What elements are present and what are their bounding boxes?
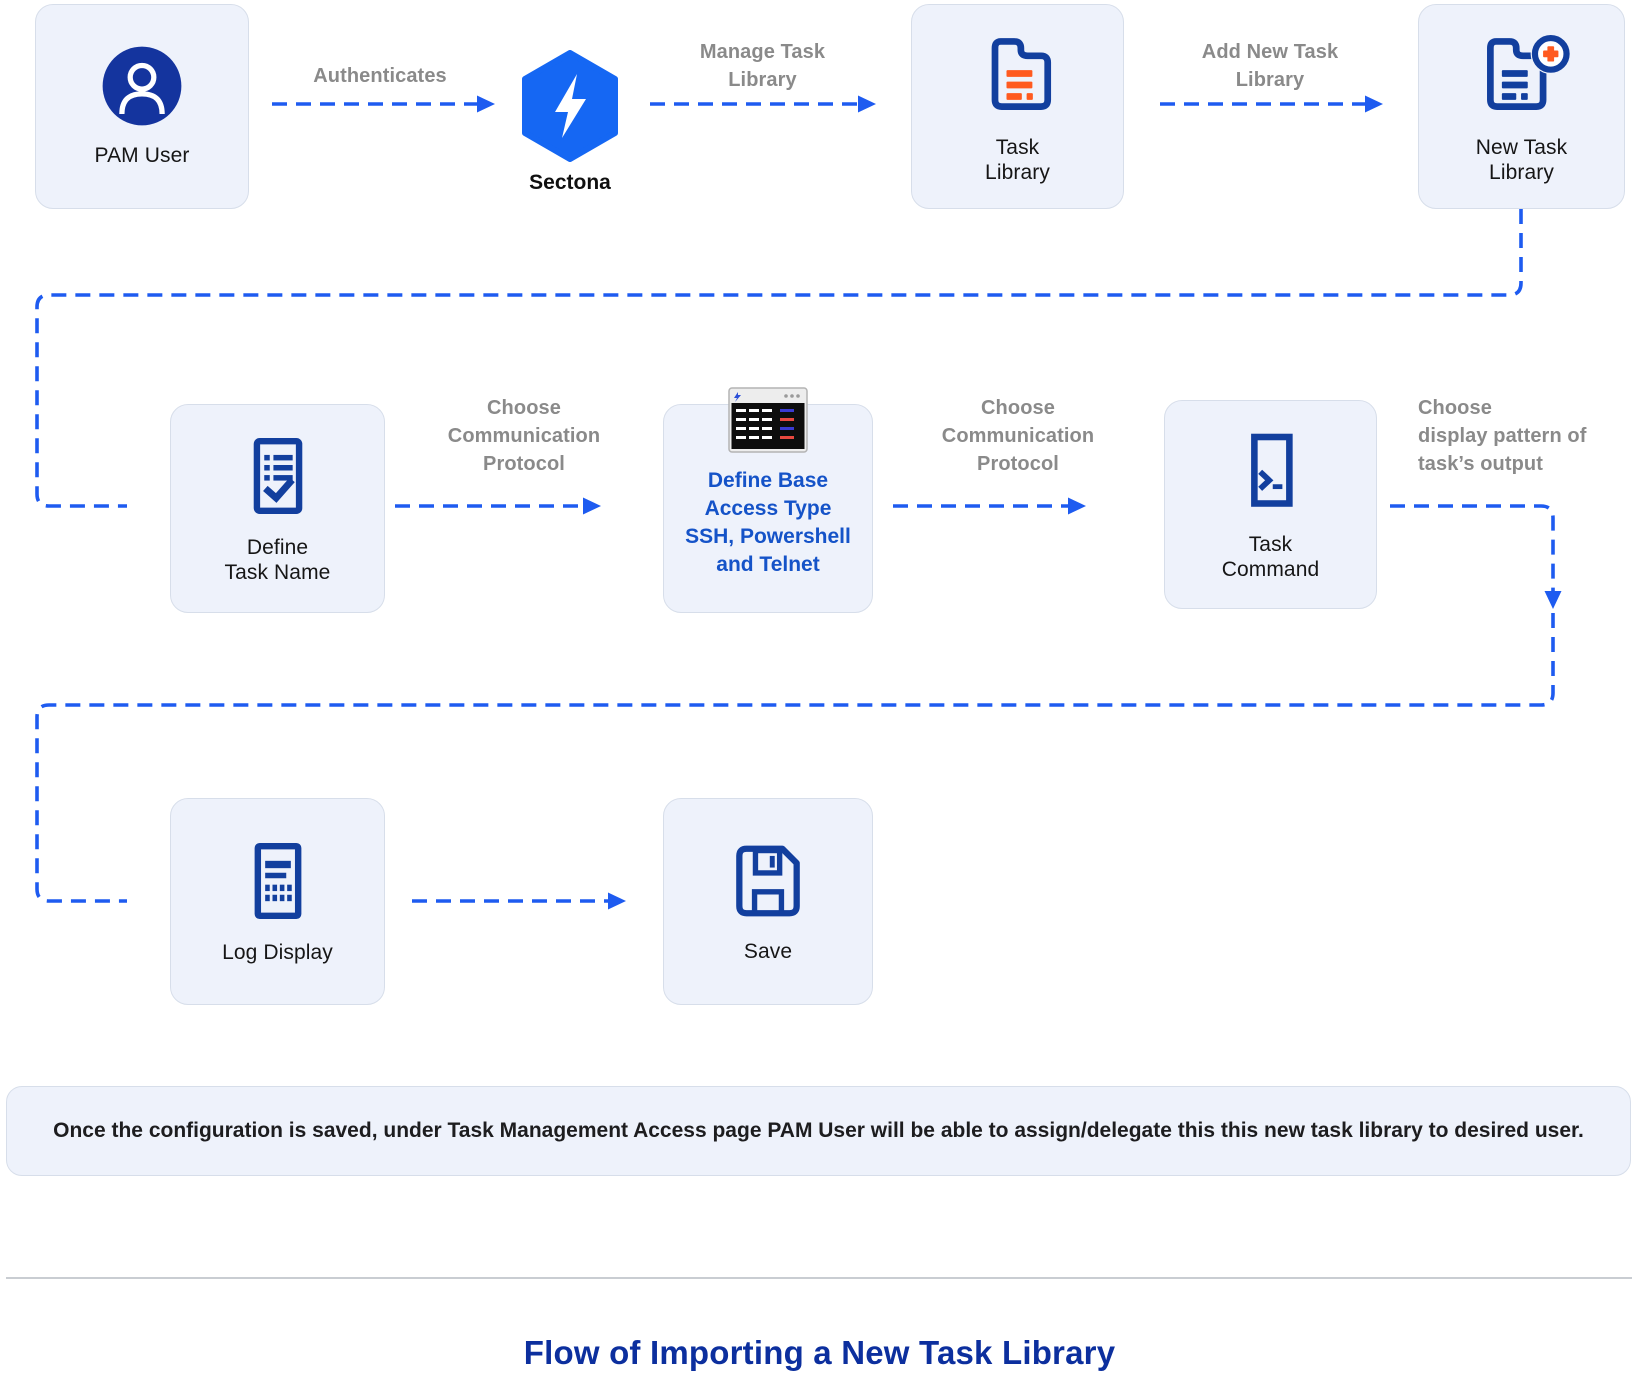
- footer-divider: [6, 1277, 1632, 1279]
- node-save: Save: [663, 798, 873, 1005]
- node-label-sectona: Sectona: [529, 171, 611, 194]
- note-text: Once the configuration is saved, under T…: [53, 1119, 1584, 1142]
- terminal-window-thumbnail: [728, 387, 808, 453]
- node-label-save: Save: [743, 940, 793, 964]
- node-label-log-display: Log Display: [222, 941, 333, 965]
- note-box: Once the configuration is saved, under T…: [6, 1086, 1631, 1176]
- log-report-icon: [254, 843, 301, 920]
- terminal-prompt-icon: [1250, 433, 1293, 507]
- edge-label-authenticates: Authenticates: [313, 65, 447, 87]
- document-add-badge-icon: [1486, 33, 1571, 110]
- node-log-display: Log Display: [170, 798, 385, 1005]
- diagram-title: Flow of Importing a New Task Library: [523, 1334, 1116, 1371]
- checklist-document-icon: [253, 437, 302, 514]
- arrowhead-authenticates: [477, 95, 495, 113]
- arrowhead-choose-protocol-2: [1068, 497, 1086, 515]
- document-orange-lines-icon: [991, 37, 1051, 110]
- node-label-pam-user: PAM User: [94, 144, 190, 168]
- arrowhead-add-new-task-library: [1365, 95, 1383, 113]
- arrowhead-manage-task-library: [858, 95, 876, 113]
- node-sectona: Sectona: [504, 50, 636, 195]
- arrowhead-display-pattern-down: [1544, 591, 1562, 609]
- arrowhead-logdisplay-to-save: [608, 892, 626, 910]
- sectona-hexagon-bolt-icon: [522, 50, 618, 162]
- connector-taskcommand-down-top: [1390, 504, 1555, 591]
- floppy-save-icon: [736, 845, 800, 917]
- arrowhead-choose-protocol-1: [583, 497, 601, 515]
- node-pam-user: PAM User: [35, 4, 249, 209]
- user-avatar-icon: [102, 46, 182, 126]
